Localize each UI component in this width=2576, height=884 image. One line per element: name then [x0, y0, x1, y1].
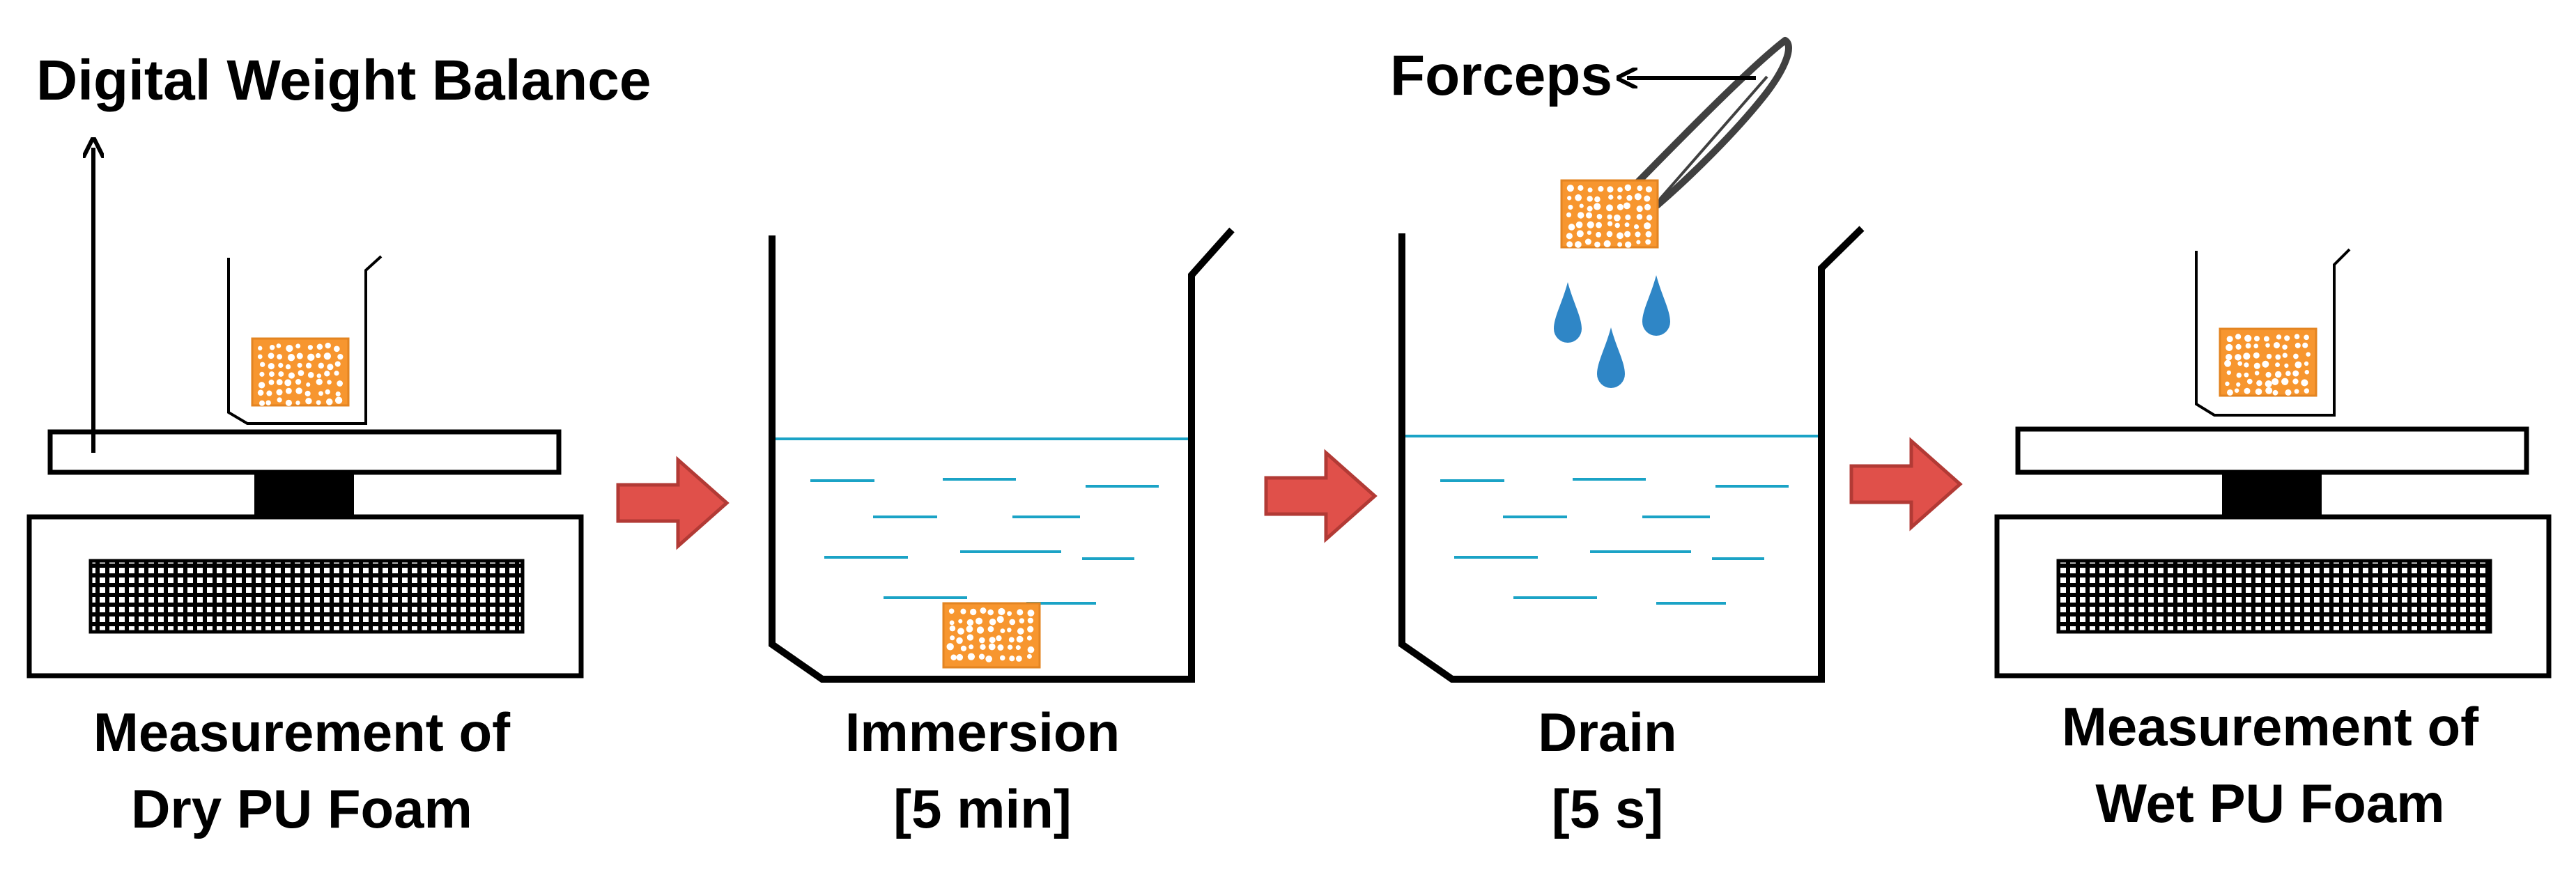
beaker-icon [769, 227, 1235, 683]
caption-line-1: Immersion [845, 701, 1120, 763]
beaker-icon [1398, 226, 1865, 683]
caption-line-2: Wet PU Foam [2095, 773, 2444, 834]
caption-line-2: Dry PU Foam [131, 778, 472, 839]
scale-stem [254, 474, 354, 517]
drain-beaker-group: Forceps [1390, 37, 1865, 683]
scale-pan [2015, 426, 2529, 475]
small-beaker-icon [2195, 248, 2351, 417]
forceps-icon [1634, 37, 1792, 209]
balance-label: Digital Weight Balance [36, 49, 651, 112]
small-beaker-icon [227, 255, 383, 425]
scale-pan [47, 429, 562, 475]
immersion-beaker-group [769, 227, 1235, 683]
step-4-caption: Measurement of Wet PU Foam [2062, 696, 2479, 834]
water-droplet-icon [1554, 282, 1582, 343]
water-ripples [1440, 478, 1789, 605]
wet-balance-group [1994, 248, 2552, 678]
caption-line-1: Measurement of [2062, 696, 2479, 757]
caption-line-2: [5 min] [893, 778, 1072, 839]
water-droplet-icon [1597, 327, 1625, 388]
digital-scale-icon [26, 429, 584, 678]
caption-line-1: Measurement of [93, 701, 511, 763]
pu-foam-sample-icon [1560, 179, 1659, 249]
digital-scale-icon [1994, 426, 2552, 678]
pu-foam-sample-icon [251, 337, 350, 407]
right-arrow-icon [1849, 437, 1963, 532]
scale-stem [2222, 474, 2322, 517]
right-arrow-icon [1264, 449, 1378, 543]
pu-foam-sample-icon [942, 602, 1041, 669]
caption-line-2: [5 s] [1552, 778, 1663, 839]
caption-line-1: Drain [1538, 701, 1676, 763]
step-3-caption: Drain [5 s] [1538, 701, 1676, 839]
scale-display-screen [88, 559, 525, 634]
forceps-label: Forceps [1390, 44, 1612, 107]
pu-foam-sample-icon [2219, 327, 2317, 397]
step-1-caption: Measurement of Dry PU Foam [93, 701, 511, 839]
water-ripples [810, 478, 1159, 605]
step-2-caption: Immersion [5 min] [845, 701, 1120, 839]
scale-display-screen [2056, 559, 2492, 634]
dry-balance-group: Digital Weight Balance [26, 49, 651, 678]
water-droplet-icon [1642, 275, 1670, 336]
right-arrow-icon [616, 456, 730, 550]
